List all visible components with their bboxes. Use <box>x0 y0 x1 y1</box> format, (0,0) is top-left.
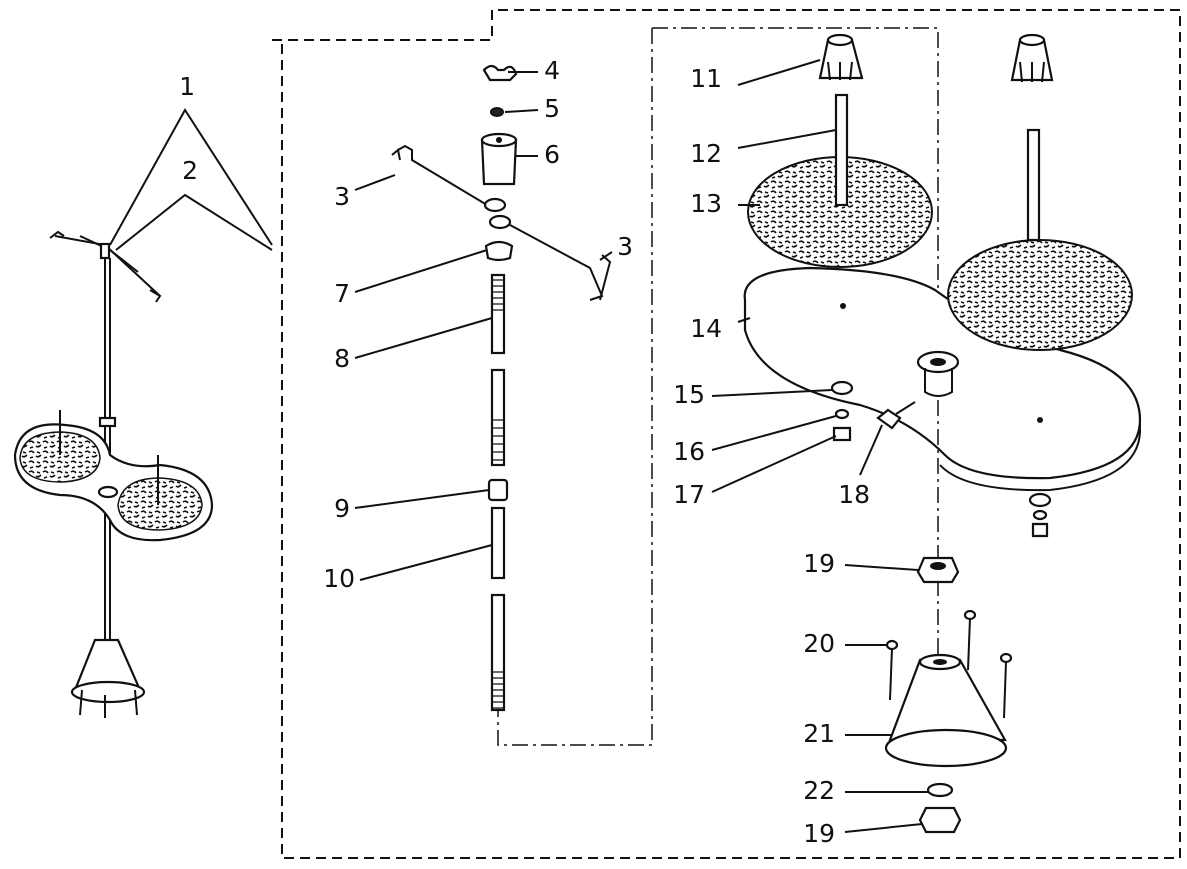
label-5: 5 <box>544 94 560 123</box>
label-21: 21 <box>803 719 835 748</box>
label-16: 16 <box>673 437 705 466</box>
label-14: 14 <box>690 314 722 343</box>
label-1: 1 <box>179 72 195 101</box>
label-22: 22 <box>803 776 835 805</box>
label-3-right: 3 <box>617 232 633 261</box>
label-8: 8 <box>334 344 350 373</box>
base-plate-assembly <box>743 33 1142 834</box>
label-20: 20 <box>803 629 835 658</box>
label-15: 15 <box>673 380 705 409</box>
outer-dashed-boundary <box>272 9 1181 859</box>
label-2: 2 <box>182 156 198 185</box>
label-10: 10 <box>323 564 355 593</box>
label-7: 7 <box>334 279 350 308</box>
label-13: 13 <box>690 189 722 218</box>
callout-leaders-right <box>711 59 928 833</box>
label-9: 9 <box>334 494 350 523</box>
label-19-bottom: 19 <box>803 819 835 848</box>
label-12: 12 <box>690 139 722 168</box>
inner-assembly-boundary <box>497 27 939 746</box>
label-17: 17 <box>673 480 705 509</box>
label-11: 11 <box>690 64 722 93</box>
label-6: 6 <box>544 140 560 169</box>
callout-leaders-middle <box>354 71 613 581</box>
assembled-stand-view <box>13 230 214 718</box>
spindle-exploded-parts <box>391 64 612 712</box>
label-18: 18 <box>838 480 870 509</box>
callout-leaders-1-2 <box>109 108 273 251</box>
label-19-top: 19 <box>803 549 835 578</box>
label-3-left: 3 <box>334 182 350 211</box>
label-4: 4 <box>544 56 560 85</box>
